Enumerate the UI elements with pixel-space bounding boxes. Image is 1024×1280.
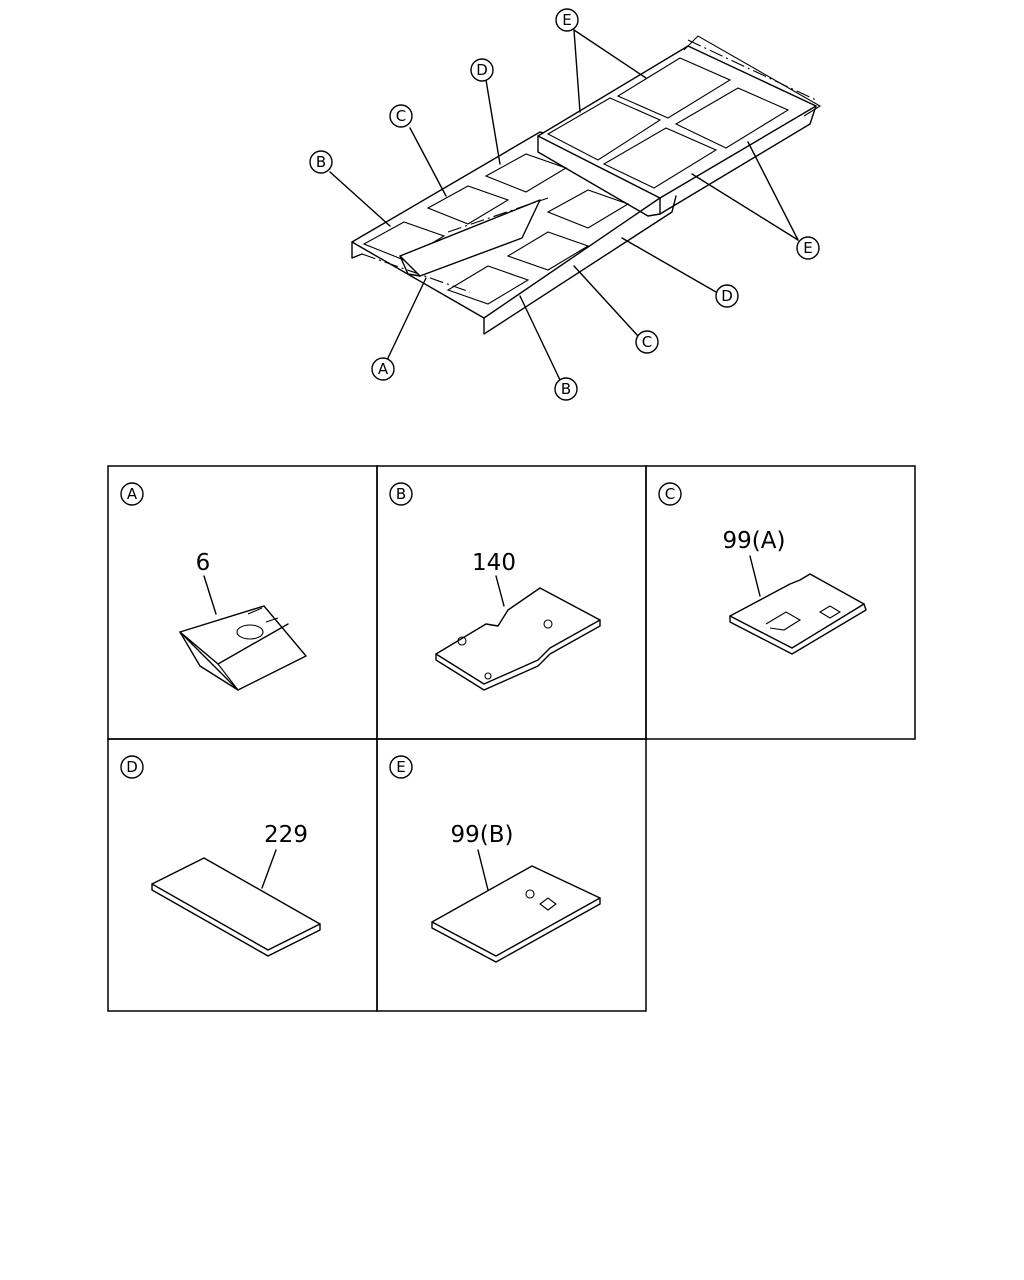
panel-c-part-number: 99(A) bbox=[723, 528, 786, 554]
svg-text:E: E bbox=[562, 11, 571, 29]
floor-assembly-overview: E D C B E D C A bbox=[309, 8, 822, 401]
panel-d: D 229 bbox=[120, 755, 321, 957]
panel-c: C 99(A) bbox=[658, 482, 867, 655]
svg-text:D: D bbox=[721, 287, 733, 305]
plate-b-part-illustration bbox=[431, 865, 601, 963]
overview-callout-d-right: D bbox=[715, 284, 739, 308]
svg-text:D: D bbox=[126, 758, 138, 776]
svg-text:C: C bbox=[665, 485, 675, 503]
panel-c-letter-badge: C bbox=[658, 482, 682, 506]
svg-text:B: B bbox=[316, 153, 326, 171]
svg-text:B: B bbox=[561, 380, 571, 398]
svg-text:A: A bbox=[378, 360, 389, 378]
panel-b-letter-badge: B bbox=[389, 482, 413, 506]
overview-callout-e-right: E bbox=[796, 236, 820, 260]
overview-callout-b-top: B bbox=[309, 150, 333, 174]
panel-a-letter-badge: A bbox=[120, 482, 144, 506]
svg-text:C: C bbox=[396, 107, 406, 125]
panel-a-part-number: 6 bbox=[196, 550, 211, 576]
detail-panel-grid bbox=[107, 465, 916, 1012]
svg-text:C: C bbox=[642, 333, 652, 351]
panel-e: E 99(B) bbox=[389, 755, 601, 963]
svg-text:E: E bbox=[396, 758, 405, 776]
overview-callout-e-top: E bbox=[555, 8, 579, 32]
panel-e-part-number: 99(B) bbox=[451, 822, 514, 848]
svg-text:E: E bbox=[803, 239, 812, 257]
overview-callout-c-bottom: C bbox=[635, 330, 659, 354]
panel-d-letter-badge: D bbox=[120, 755, 144, 779]
overview-callout-a: A bbox=[371, 357, 395, 381]
sheet-part-illustration bbox=[151, 857, 321, 957]
overview-callout-c-top: C bbox=[389, 104, 413, 128]
overview-callout-b-bottom: B bbox=[554, 377, 578, 401]
panel-b: B 140 bbox=[389, 482, 601, 691]
plate-a-part-illustration bbox=[729, 573, 867, 655]
svg-text:D: D bbox=[476, 61, 488, 79]
panel-d-part-number: 229 bbox=[264, 822, 308, 848]
svg-text:B: B bbox=[396, 485, 406, 503]
overview-callout-d-top: D bbox=[470, 58, 494, 82]
panel-b-part-number: 140 bbox=[472, 550, 516, 576]
panel-a: A 6 bbox=[120, 482, 307, 691]
panel-e-letter-badge: E bbox=[389, 755, 413, 779]
svg-text:A: A bbox=[127, 485, 138, 503]
clip-part-illustration bbox=[179, 605, 307, 691]
plate-part-illustration bbox=[435, 587, 601, 691]
